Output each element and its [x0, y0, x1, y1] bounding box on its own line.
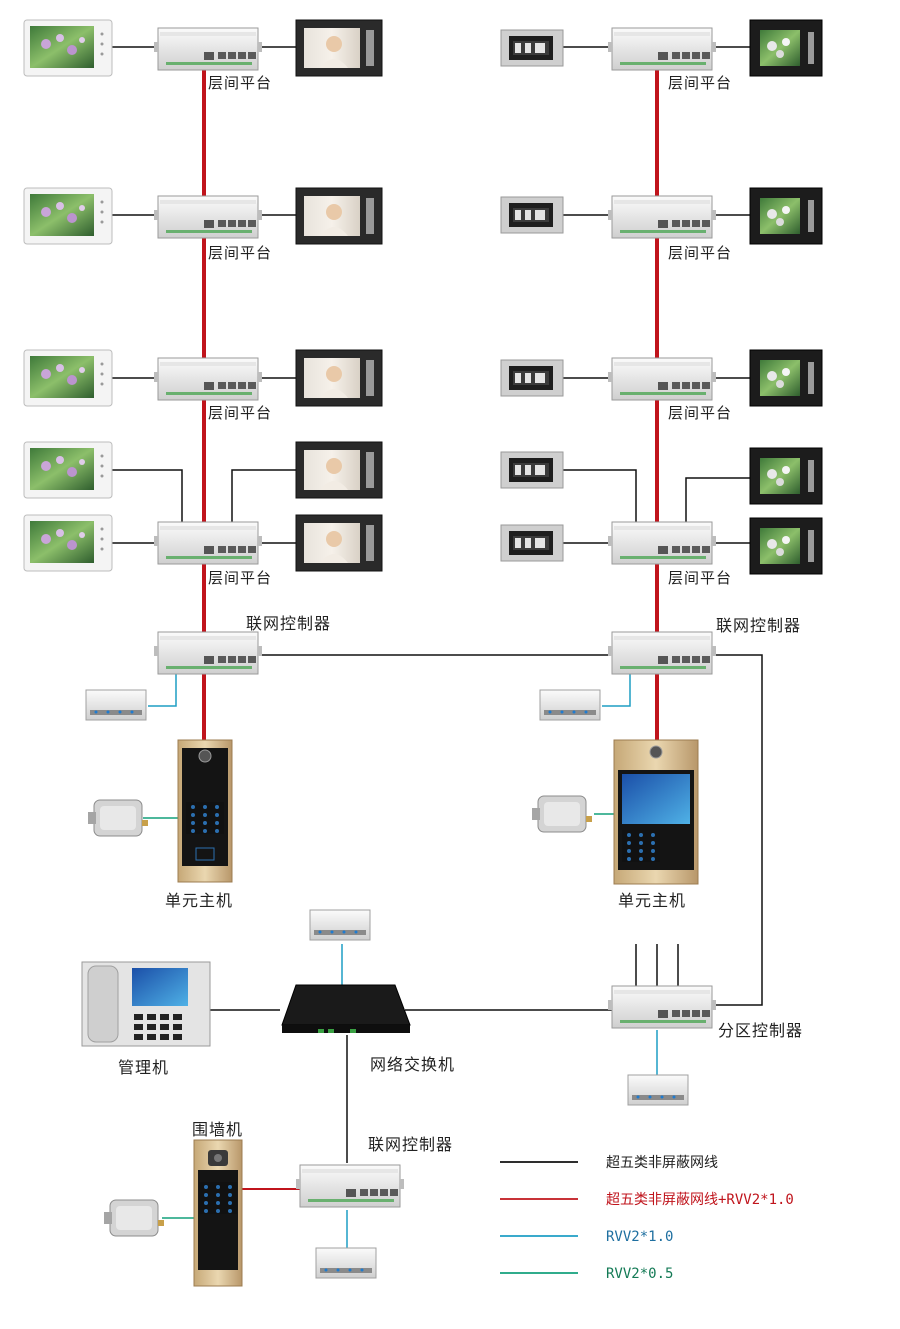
floor-platform-label: 层间平台: [668, 244, 732, 262]
keypad-icon: [186, 802, 224, 834]
zone-controller: 分区控制器: [607, 985, 803, 1106]
indoor-monitor-icon: [749, 187, 823, 245]
left-floor-2: 层间平台: [23, 187, 383, 262]
door-lock-icon: [87, 799, 149, 837]
indoor-monitor-icon: [749, 19, 823, 77]
unit-host-label: 单元主机: [165, 891, 233, 910]
red-wires: [202, 68, 659, 1190]
floor-platform-label: 层间平台: [208, 74, 272, 92]
green-wires: [143, 813, 614, 1219]
floor-platform-label: 层间平台: [208, 244, 272, 262]
indoor-monitor-icon: [23, 349, 113, 407]
floor-platform-label: 层间平台: [208, 404, 272, 422]
keypad-icon: [622, 830, 660, 862]
network-controller-box-icon: [295, 1164, 405, 1208]
left-network-controller: 联网控制器: [85, 614, 331, 721]
indoor-monitor-icon: [295, 19, 383, 77]
floor-platform-label: 层间平台: [668, 569, 732, 587]
indoor-monitor-icon: [749, 517, 823, 575]
indoor-monitor-icon: [295, 514, 383, 572]
indoor-monitor-icon: [500, 29, 564, 67]
indoor-monitor-icon: [23, 441, 113, 499]
network-switch-icon: [281, 984, 411, 1026]
legend-label-3: RVV2*1.0: [606, 1229, 673, 1245]
left-unit-host: 单元主机: [87, 739, 233, 910]
network-controller-label: 联网控制器: [716, 616, 801, 635]
right-floor-1: 层间平台: [500, 19, 823, 92]
indoor-monitor-icon: [23, 514, 113, 572]
power-supply-icon: [85, 689, 147, 721]
floor-platform-box-icon: [607, 521, 717, 565]
right-floor-2: 层间平台: [500, 187, 823, 262]
network-controller-label: 联网控制器: [246, 614, 331, 633]
network-controller-label: 联网控制器: [368, 1135, 453, 1154]
indoor-monitor-icon: [749, 447, 823, 505]
zone-controller-label: 分区控制器: [718, 1021, 803, 1040]
legend: 超五类非屏蔽网线超五类非屏蔽网线+RVV2*1.0RVV2*1.0RVV2*0.…: [500, 1155, 794, 1282]
indoor-monitor-icon: [749, 349, 823, 407]
indoor-monitor-icon: [23, 187, 113, 245]
indoor-monitor-icon: [295, 187, 383, 245]
wall-unit-label: 围墙机: [192, 1120, 243, 1139]
legend-label-4: RVV2*0.5: [606, 1266, 673, 1282]
management-label: 管理机: [118, 1058, 169, 1077]
floor-platform-box-icon: [153, 521, 263, 565]
power-supply-icon: [539, 689, 601, 721]
network-switch: 网络交换机: [281, 909, 455, 1074]
power-supply-icon: [315, 1247, 377, 1279]
door-lock-icon: [103, 1199, 165, 1237]
keypad-icon: [199, 1182, 237, 1214]
indoor-monitor-icon: [500, 524, 564, 562]
floor-platform-label: 层间平台: [668, 74, 732, 92]
right-floor-4: 层间平台: [500, 447, 823, 587]
indoor-monitor-icon: [23, 19, 113, 77]
floor-platform-label: 层间平台: [208, 569, 272, 587]
door-lock-icon: [531, 795, 593, 833]
power-supply-icon: [309, 909, 371, 941]
unit-host-label: 单元主机: [618, 891, 686, 910]
legend-label-2: 超五类非屏蔽网线+RVV2*1.0: [606, 1192, 794, 1208]
wall-unit: 围墙机: [103, 1120, 243, 1287]
left-floor-3: 层间平台: [23, 349, 383, 422]
indoor-monitor-icon: [500, 196, 564, 234]
floor-platform-box-icon: [153, 27, 263, 71]
right-floor-3: 层间平台: [500, 349, 823, 422]
bottom-network-controller: 联网控制器: [295, 1135, 453, 1279]
floor-platform-label: 层间平台: [668, 404, 732, 422]
network-controller-box-icon: [153, 631, 263, 675]
indoor-monitor-icon: [500, 451, 564, 489]
legend-label-1: 超五类非屏蔽网线: [606, 1155, 718, 1171]
floor-platform-box-icon: [153, 195, 263, 239]
right-network-controller: 联网控制器: [539, 616, 801, 721]
network-controller-box-icon: [607, 631, 717, 675]
indoor-monitor-icon: [295, 349, 383, 407]
network-switch-label: 网络交换机: [370, 1055, 455, 1074]
zone-controller-box-icon: [607, 985, 717, 1029]
indoor-monitor-icon: [295, 441, 383, 499]
watermark: 皇家电讯: [672, 1269, 808, 1309]
right-unit-host: 单元主机: [531, 739, 699, 910]
floor-platform-box-icon: [607, 357, 717, 401]
left-floor-4: 层间平台: [23, 441, 383, 587]
management-unit: 管理机: [81, 961, 211, 1077]
left-floor-1: 层间平台: [23, 19, 383, 92]
power-supply-icon: [627, 1074, 689, 1106]
floor-platform-box-icon: [607, 195, 717, 239]
black-wires: [110, 46, 763, 1163]
floor-platform-box-icon: [153, 357, 263, 401]
indoor-monitor-icon: [500, 359, 564, 397]
floor-platform-box-icon: [607, 27, 717, 71]
blue-wires: [148, 672, 658, 1248]
